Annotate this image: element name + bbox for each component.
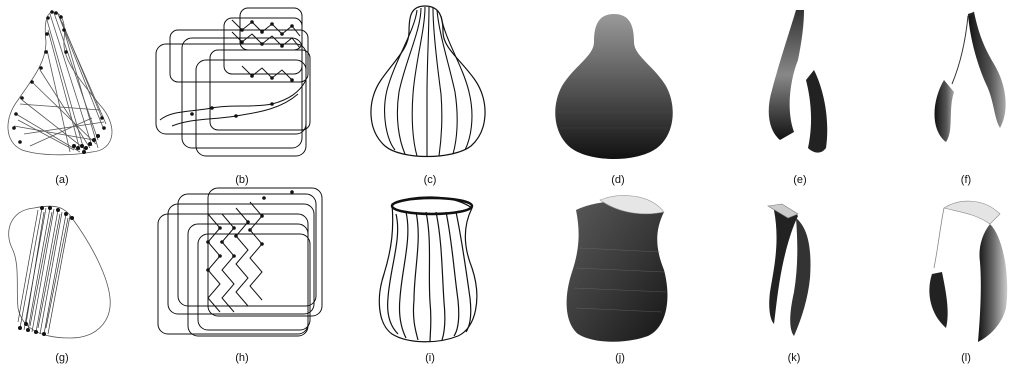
- panel-b-gourd-routing-diagram: [152, 0, 332, 170]
- vase-strip-2: [920, 188, 1016, 348]
- vase-shaded-surface: [560, 188, 680, 348]
- gourd-routing-diagram: [152, 0, 332, 170]
- caption-e: (e): [770, 174, 830, 186]
- caption-j: (j): [590, 352, 650, 364]
- vase-strip-1: [752, 188, 832, 348]
- panel-g-vase-wire-graph: [0, 188, 140, 348]
- panel-a-gourd-wire-graph: [0, 0, 140, 170]
- gourd-strip-1: [760, 0, 840, 170]
- panel-h-vase-routing-diagram: [152, 184, 332, 348]
- gourd-shaded-surface: [548, 0, 678, 170]
- caption-f: (f): [936, 174, 996, 186]
- caption-l: (l): [936, 352, 996, 364]
- panel-i-vase-line-drawing: [372, 188, 492, 348]
- caption-h: (h): [212, 352, 272, 364]
- caption-g: (g): [32, 352, 92, 364]
- caption-i: (i): [400, 352, 460, 364]
- caption-d: (d): [588, 174, 648, 186]
- panel-e-gourd-strip-1: [760, 0, 840, 170]
- vase-wire-graph: [0, 188, 140, 348]
- vase-line-drawing: [372, 188, 492, 348]
- panel-k-vase-strip-1: [752, 188, 832, 348]
- gourd-wire-graph: [0, 0, 140, 170]
- caption-c: (c): [400, 174, 460, 186]
- panel-d-gourd-shaded-surface: [548, 0, 678, 170]
- vase-routing-diagram: [152, 184, 332, 348]
- panel-l-vase-strip-2: [920, 188, 1016, 348]
- caption-a: (a): [32, 174, 92, 186]
- panel-c-gourd-line-drawing: [365, 0, 495, 170]
- gourd-strip-2: [922, 0, 1012, 170]
- panel-j-vase-shaded-surface: [560, 188, 680, 348]
- gourd-line-drawing: [365, 0, 495, 170]
- panel-f-gourd-strip-2: [922, 0, 1012, 170]
- caption-k: (k): [764, 352, 824, 364]
